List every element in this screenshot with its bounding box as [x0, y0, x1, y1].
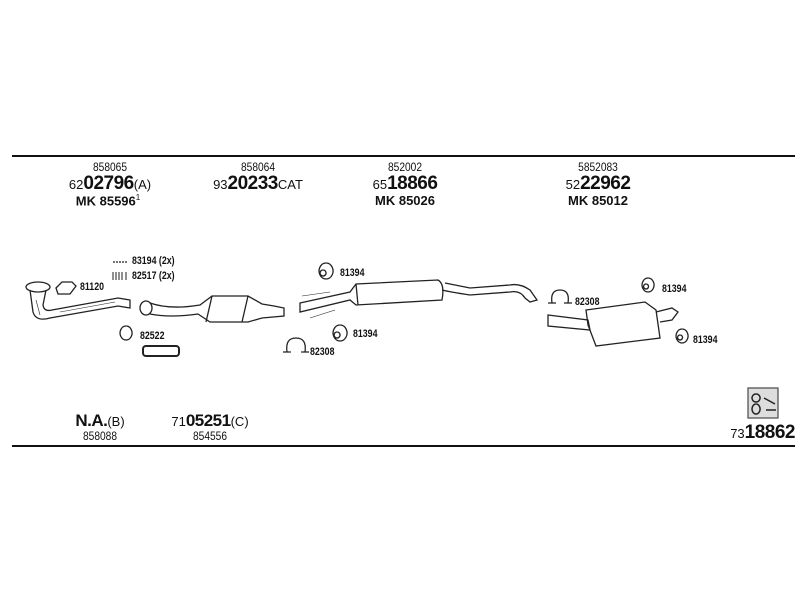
mount-icon: [332, 324, 348, 342]
ref-5852083: 5852083: [578, 160, 618, 174]
label-81394: 81394: [340, 267, 365, 279]
mount-icon: [318, 262, 334, 280]
mk-3: MK 85026: [375, 193, 435, 208]
prefix: 52: [565, 177, 581, 192]
label-83194: 83194 (2x): [132, 255, 175, 267]
number: 18866: [387, 173, 438, 194]
kit-icon: [747, 387, 779, 419]
gasket-icon: [55, 281, 77, 295]
mount-icon: [641, 277, 655, 293]
label-81394: 81394: [693, 334, 718, 346]
catalytic-converter: [139, 295, 285, 323]
number: 05251: [185, 411, 231, 430]
suffix: (B): [107, 414, 125, 429]
number: 02796: [83, 173, 134, 194]
prefix: 73: [730, 426, 745, 441]
label-82522: 82522: [140, 330, 165, 342]
ref-852002: 852002: [387, 160, 423, 174]
number: 18862: [744, 422, 796, 443]
rear-silencer: [547, 301, 679, 347]
front-pipe: [25, 281, 131, 320]
prefix: 62: [68, 177, 84, 192]
clamp-icon: [548, 289, 572, 304]
part-number-1: 6202796(A): [69, 173, 151, 195]
ref-858088: 858088: [82, 429, 118, 443]
label-82308: 82308: [310, 346, 335, 358]
label-81394: 81394: [353, 328, 378, 340]
prefix: 93: [213, 177, 228, 192]
ref-858064: 858064: [240, 160, 276, 174]
suffix: (C): [230, 414, 249, 429]
mk-text: MK 85596: [75, 193, 136, 209]
number: 20233: [227, 173, 279, 194]
clamp-icon: [283, 337, 309, 353]
prefix: 65: [372, 177, 388, 192]
mk-4: MK 85012: [568, 193, 628, 208]
part-number-2: 9320233CAT: [213, 173, 303, 195]
label-81394: 81394: [662, 283, 687, 295]
label-82517: 82517 (2x): [132, 270, 175, 282]
middle-silencer: [299, 279, 539, 319]
na-part: N.A.(B): [75, 411, 124, 431]
ref-854556: 854556: [192, 429, 228, 443]
suffix: (A): [133, 177, 152, 192]
label-81120: 81120: [80, 281, 104, 293]
top-rule: [12, 155, 795, 157]
suffix: CAT: [277, 177, 303, 192]
label-82308: 82308: [575, 296, 600, 308]
mount-icon: [675, 328, 689, 344]
part-number-3: 6518866: [373, 173, 438, 195]
ring-icon: [119, 325, 133, 341]
prefix: 71: [171, 414, 186, 429]
kit-number: 7318862: [730, 422, 795, 444]
ref-858065: 858065: [92, 160, 128, 174]
part-number-5: 7105251(C): [171, 411, 248, 431]
footnote: 1: [135, 193, 141, 202]
mk-1: MK 855961: [76, 193, 140, 208]
heatshield-icon: [142, 345, 180, 357]
na-label: N.A.: [75, 411, 108, 430]
part-number-4: 5222962: [566, 173, 631, 195]
bottom-rule: [12, 445, 795, 447]
spring-icon: [112, 272, 127, 280]
number: 22962: [580, 173, 631, 194]
